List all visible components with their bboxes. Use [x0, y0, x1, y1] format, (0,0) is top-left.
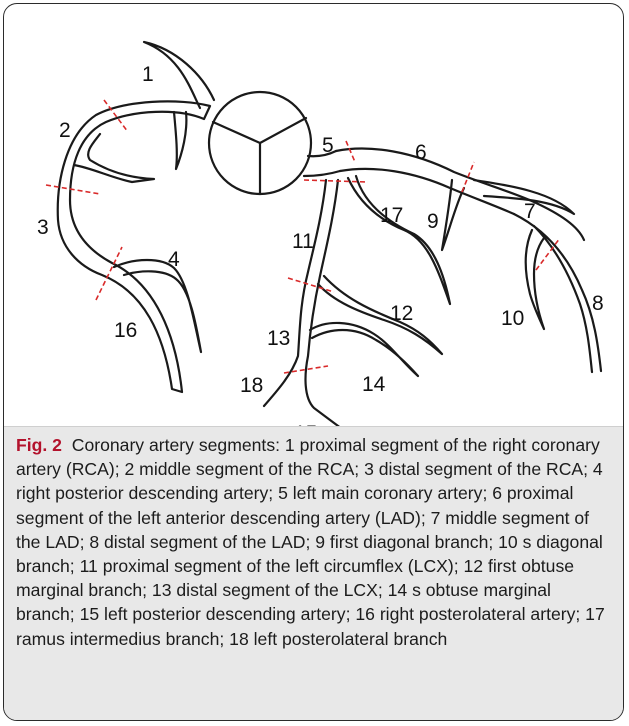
second-obtuse-marginal — [310, 323, 418, 376]
figure-frame: 1 2 3 4 5 6 7 8 9 10 11 12 13 14 15 16 1… — [3, 3, 624, 721]
coronary-artery-diagram: 1 2 3 4 5 6 7 8 9 10 11 12 13 14 15 16 1… — [4, 4, 624, 429]
segment-label-17: 17 — [380, 204, 403, 227]
coronary-artery-svg: 1 2 3 4 5 6 7 8 9 10 11 12 13 14 15 16 1… — [4, 4, 624, 429]
caption-text: Coronary artery segments: 1 proximal seg… — [16, 435, 605, 649]
segment-label-4: 4 — [168, 248, 180, 271]
segment-label-2: 2 — [59, 119, 71, 142]
rca-acute-marginal — [74, 134, 154, 182]
segment-label-8: 8 — [592, 292, 604, 315]
lad-distal — [514, 214, 601, 372]
segment-label-6: 6 — [415, 141, 427, 164]
segment-label-9: 9 — [427, 210, 439, 233]
rca-main-trunk — [58, 101, 210, 392]
segment-label-18: 18 — [240, 374, 263, 397]
segment-label-13: 13 — [267, 327, 290, 350]
segment-label-3: 3 — [37, 216, 49, 239]
segment-label-10: 10 — [501, 307, 524, 330]
lad-main — [336, 149, 584, 240]
segment-label-12: 12 — [390, 302, 413, 325]
segment-label-5: 5 — [322, 134, 334, 157]
rca-small-branch — [174, 112, 186, 169]
ramus-intermedius — [348, 176, 450, 304]
segment-label-7: 7 — [524, 200, 536, 223]
rca-conus-branch — [144, 42, 214, 108]
boundary-5-6 — [346, 141, 355, 162]
first-diagonal-branch — [442, 180, 464, 250]
figure-caption: Fig. 2 Coronary artery segments: 1 proxi… — [16, 433, 612, 651]
boundary-6-7 — [462, 162, 474, 192]
caption-panel: Fig. 2 Coronary artery segments: 1 proxi… — [4, 426, 624, 721]
segment-label-1: 1 — [142, 63, 154, 86]
second-diagonal-branch — [526, 230, 544, 329]
artery-tree — [58, 42, 601, 429]
boundary-2-3 — [46, 185, 100, 194]
segment-label-16: 16 — [114, 319, 137, 342]
caption-label: Fig. 2 — [16, 435, 62, 455]
segment-label-14: 14 — [362, 373, 386, 396]
segment-label-11: 11 — [292, 230, 314, 253]
segment-labels: 1 2 3 4 5 6 7 8 9 10 11 12 13 14 15 16 1… — [37, 63, 604, 429]
